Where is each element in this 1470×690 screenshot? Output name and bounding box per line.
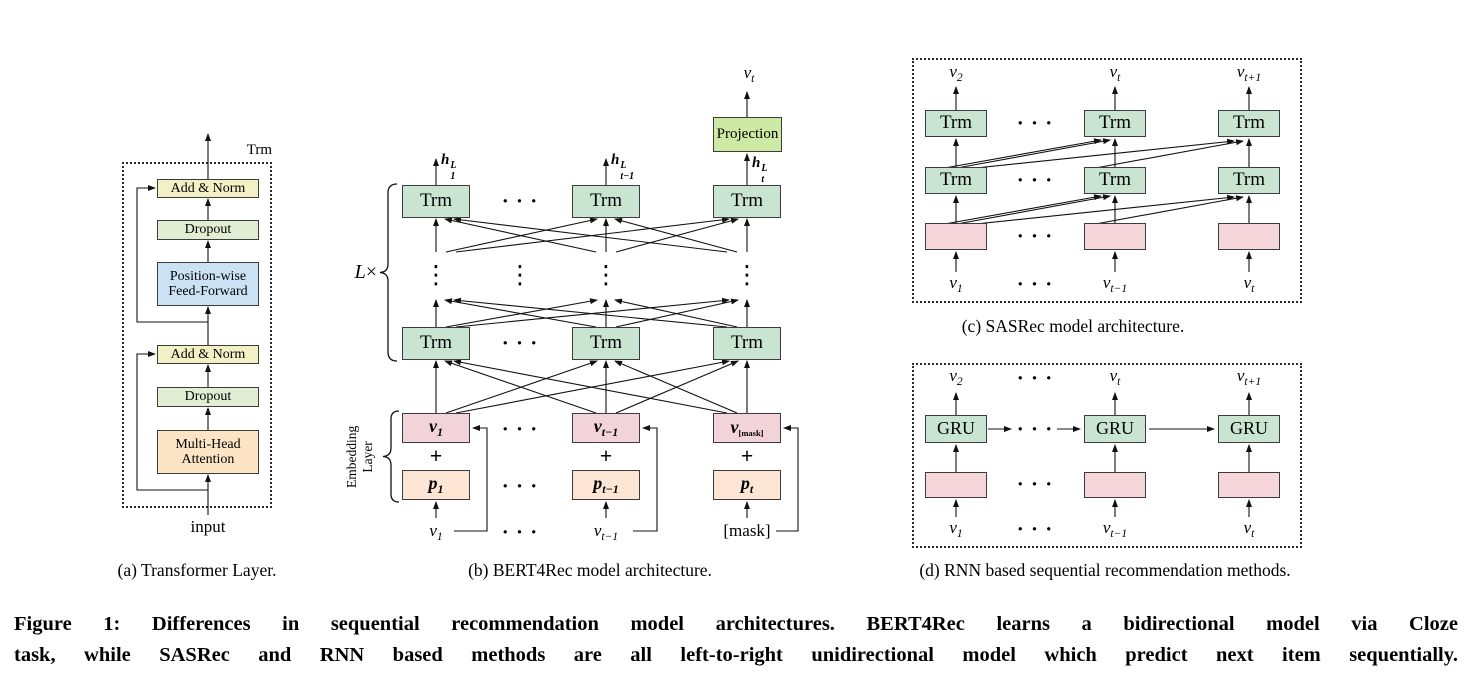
position-embedding-box: pt−1 bbox=[572, 470, 640, 500]
embedding-box bbox=[1218, 472, 1280, 498]
vertical-ellipsis: ⋮ bbox=[507, 260, 533, 289]
output-v2-label: v2 bbox=[949, 366, 963, 388]
ellipsis: · · · bbox=[1016, 472, 1054, 496]
item-embedding-box: v1 bbox=[402, 413, 470, 443]
ellipsis: · · · bbox=[501, 331, 539, 355]
embedding-box bbox=[1084, 223, 1146, 250]
plus-sign: + bbox=[429, 443, 443, 468]
input-v1-label: v1 bbox=[949, 518, 963, 540]
input-v1-label: v1 bbox=[949, 273, 963, 295]
output-vt-label: vt bbox=[743, 63, 755, 85]
figure-caption: Figure 1: Differences in sequential reco… bbox=[14, 609, 1458, 671]
embedding-layer-label: Embedding Layer bbox=[344, 425, 375, 489]
input-mask-label: [mask] bbox=[723, 521, 771, 540]
vertical-ellipsis: ⋮ bbox=[593, 260, 619, 289]
caption-b: (b) BERT4Rec model architecture. bbox=[468, 560, 712, 580]
figure-caption-line2: task, while SASRec and RNN based methods… bbox=[14, 644, 1458, 666]
input-v1-label: v1 bbox=[429, 521, 443, 543]
input-label: input bbox=[190, 517, 226, 536]
caption-a: (a) Transformer Layer. bbox=[117, 560, 277, 580]
trm-box: Trm bbox=[1218, 167, 1280, 194]
embedding-box bbox=[1218, 223, 1280, 250]
rnn-dotted-border bbox=[912, 363, 1302, 548]
ellipsis: · · · bbox=[501, 520, 539, 544]
dropout-box-bottom: Dropout bbox=[157, 387, 259, 407]
caption-c: (c) SASRec model architecture. bbox=[961, 316, 1185, 336]
l-times-label: L× bbox=[354, 261, 377, 283]
ellipsis: · · · bbox=[1016, 517, 1054, 541]
output-vt-label: vt bbox=[1109, 62, 1121, 84]
trm-box: Trm bbox=[402, 185, 470, 218]
multi-head-attention-box: Multi-Head Attention bbox=[157, 430, 259, 474]
transformer-layer-dotted-border bbox=[122, 162, 272, 508]
caption-d: (d) RNN based sequential recommendation … bbox=[919, 560, 1291, 580]
trm-box: Trm bbox=[1084, 110, 1146, 137]
plus-sign: + bbox=[599, 443, 613, 468]
gru-box: GRU bbox=[1218, 415, 1280, 443]
ellipsis: · · · bbox=[1016, 366, 1054, 390]
ellipsis: · · · bbox=[1016, 224, 1054, 248]
ellipsis: · · · bbox=[1016, 417, 1054, 441]
ellipsis: · · · bbox=[1016, 168, 1054, 192]
vertical-ellipsis: ⋮ bbox=[734, 260, 760, 289]
input-vt-1-label: vt−1 bbox=[593, 521, 619, 543]
plus-sign: + bbox=[740, 443, 754, 468]
embedding-box bbox=[925, 223, 987, 250]
input-vt-1-label: vt−1 bbox=[1102, 518, 1128, 540]
trm-box: Trm bbox=[713, 327, 781, 360]
feed-forward-box: Position-wise Feed-Forward bbox=[157, 262, 259, 306]
trm-box: Trm bbox=[1218, 110, 1280, 137]
ellipsis: · · · bbox=[501, 189, 539, 213]
vertical-ellipsis: ⋮ bbox=[423, 260, 449, 289]
input-vt-label: vt bbox=[1243, 273, 1255, 295]
item-embedding-box: vt−1 bbox=[572, 413, 640, 443]
output-vt1-label: vt+1 bbox=[1236, 62, 1262, 84]
ellipsis: · · · bbox=[501, 417, 539, 441]
ellipsis: · · · bbox=[1016, 272, 1054, 296]
trm-box: Trm bbox=[572, 185, 640, 218]
gru-box: GRU bbox=[925, 415, 987, 443]
output-vt1-label: vt+1 bbox=[1236, 366, 1262, 388]
trm-box: Trm bbox=[402, 327, 470, 360]
projection-box: Projection bbox=[713, 117, 782, 152]
item-embedding-mask-box: v[mask] bbox=[713, 413, 781, 443]
trm-box: Trm bbox=[1084, 167, 1146, 194]
embedding-box bbox=[1084, 472, 1146, 498]
trm-box: Trm bbox=[713, 185, 781, 218]
embedding-box bbox=[925, 472, 987, 498]
figure-caption-line1: Figure 1: Differences in sequential reco… bbox=[14, 613, 1458, 635]
position-embedding-box: p1 bbox=[402, 470, 470, 500]
position-embedding-box: pt bbox=[713, 470, 781, 500]
output-vt-label: vt bbox=[1109, 366, 1121, 388]
output-v2-label: v2 bbox=[949, 62, 963, 84]
gru-box: GRU bbox=[1084, 415, 1146, 443]
trm-box: Trm bbox=[925, 110, 987, 137]
trm-box: Trm bbox=[925, 167, 987, 194]
trm-corner-label: Trm bbox=[246, 142, 272, 158]
sasrec-dotted-border bbox=[912, 58, 1302, 303]
add-norm-box-bottom: Add & Norm bbox=[157, 345, 259, 364]
input-vt-label: vt bbox=[1243, 518, 1255, 540]
add-norm-box-top: Add & Norm bbox=[157, 179, 259, 198]
ellipsis: · · · bbox=[501, 474, 539, 498]
ellipsis: · · · bbox=[1016, 111, 1054, 135]
dropout-box-top: Dropout bbox=[157, 220, 259, 240]
input-vt-1-label: vt−1 bbox=[1102, 273, 1128, 295]
trm-box: Trm bbox=[572, 327, 640, 360]
